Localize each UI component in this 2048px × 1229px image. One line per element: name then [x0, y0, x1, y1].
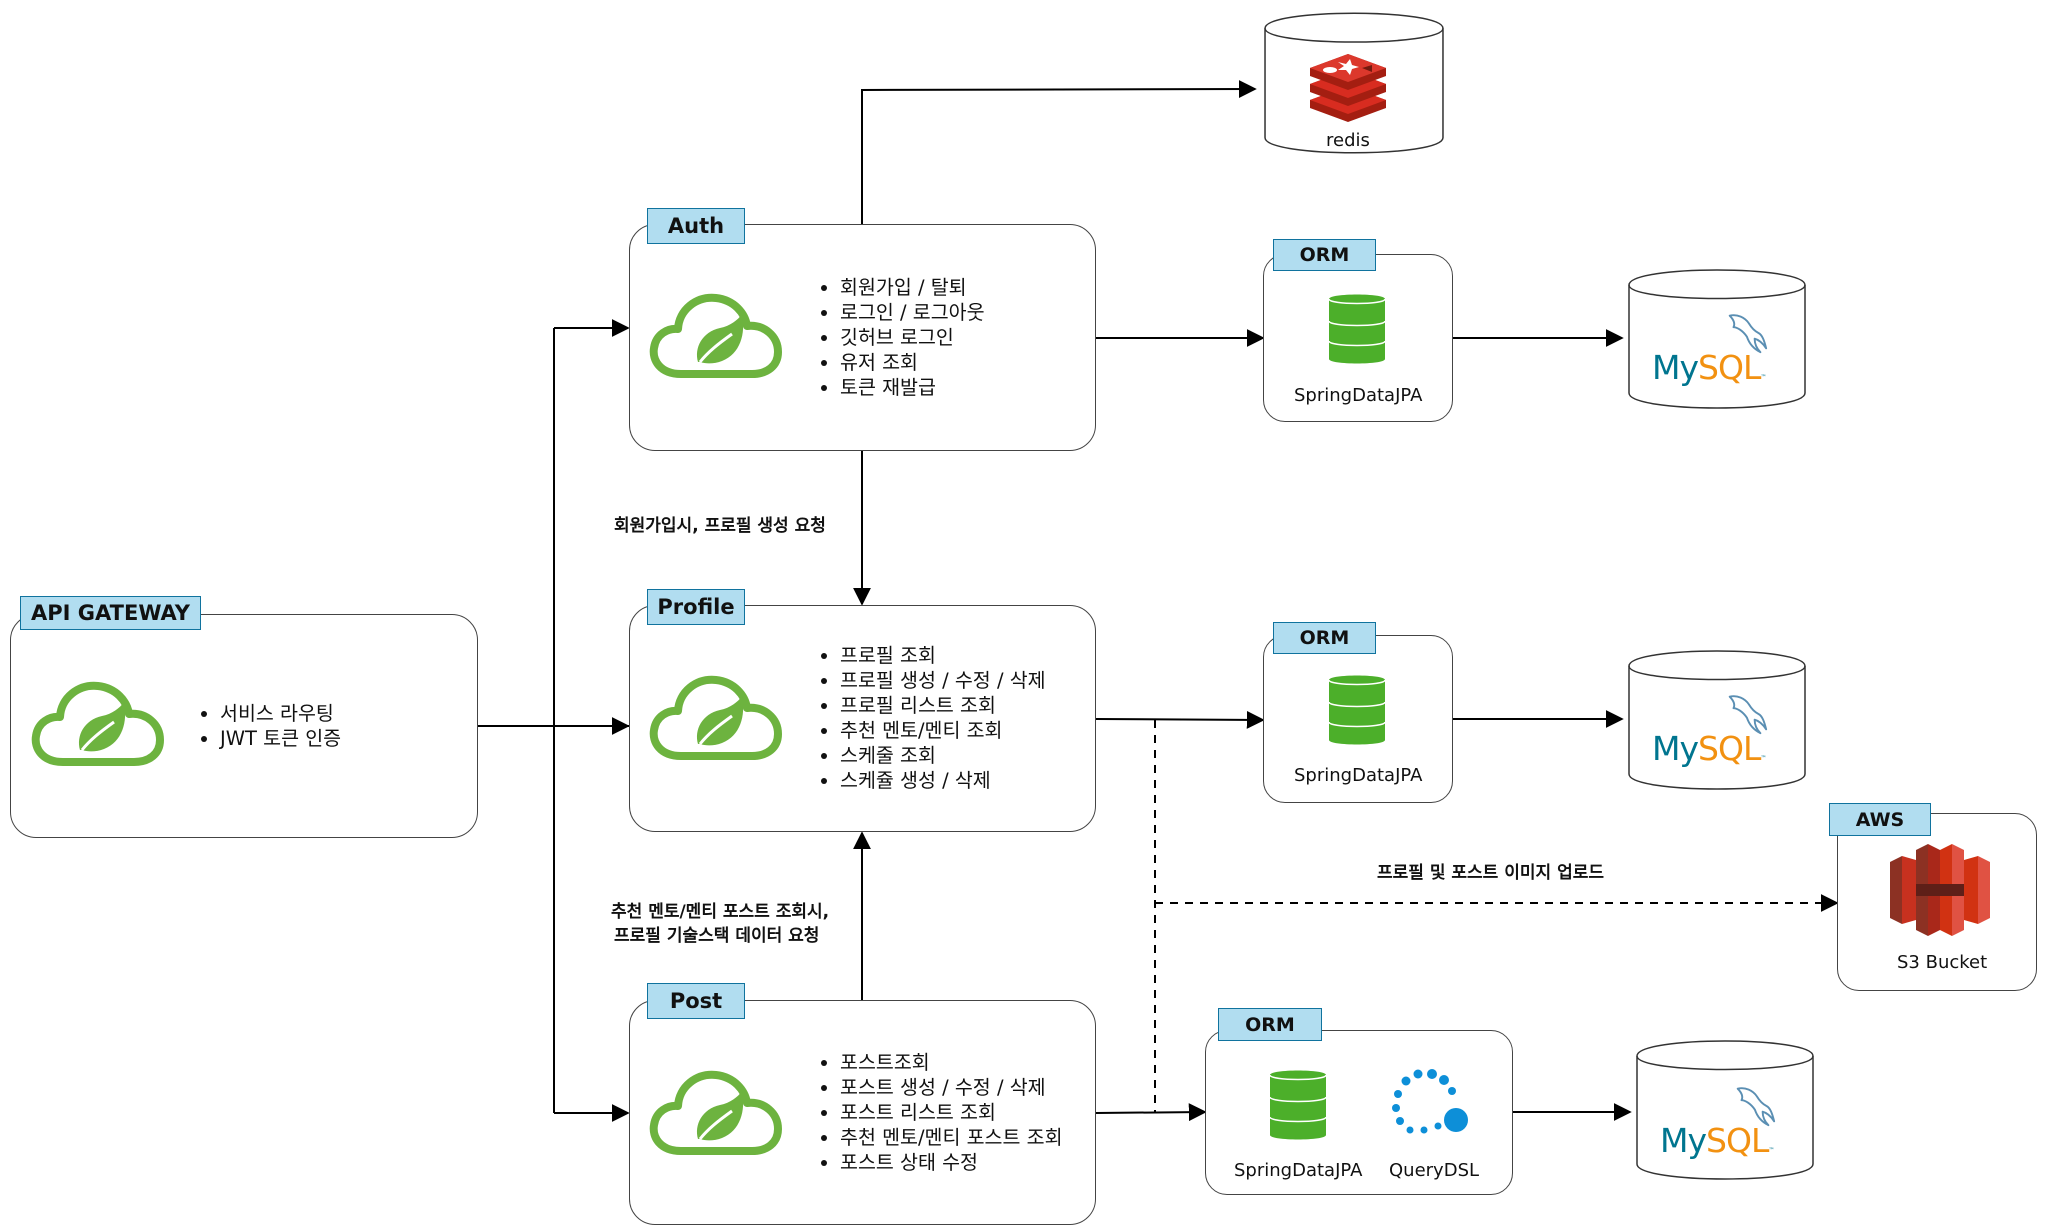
list-item: 회원가입 / 탈퇴 [840, 275, 985, 300]
orm-post-label-querydsl: QueryDSL [1389, 1160, 1480, 1181]
post-service-tag: Post [647, 983, 745, 1019]
orm-profile-label: SpringDataJPA [1294, 765, 1423, 786]
database-icon [1268, 1067, 1328, 1143]
redis-label: redis [1326, 130, 1370, 151]
list-item: 프로필 조회 [840, 643, 1046, 668]
list-item: 유저 조회 [840, 350, 985, 375]
mysql-wordmark: MySQL™ [1660, 1121, 1774, 1160]
list-item: JWT 토큰 인증 [220, 726, 341, 751]
list-item: 포스트조회 [840, 1050, 1063, 1075]
list-item: 프로필 리스트 조회 [840, 693, 1046, 718]
auth-to-redis-arrow [861, 80, 1257, 224]
list-item: 추천 멘토/멘티 조회 [840, 718, 1046, 743]
orm-auth-tag: ORM [1273, 239, 1376, 271]
image-upload-note: 프로필 및 포스트 이미지 업로드 [1377, 863, 1604, 883]
mysql-logo-profile: MySQL™ [1652, 689, 1782, 769]
list-item: 추천 멘토/멘티 포스트 조회 [840, 1125, 1063, 1150]
s3-bucket-label: S3 Bucket [1897, 952, 1988, 973]
auth-feature-list: 회원가입 / 탈퇴 로그인 / 로그아웃 깃허브 로그인 유저 조회 토큰 재발… [818, 275, 985, 400]
redis-icon [1310, 54, 1386, 122]
profile-feature-list: 프로필 조회 프로필 생성 / 수정 / 삭제 프로필 리스트 조회 추천 멘토… [818, 643, 1046, 793]
spring-cloud-icon [646, 288, 786, 388]
mysql-wordmark: MySQL™ [1652, 348, 1766, 387]
auth-to-profile-note: 회원가입시, 프로필 생성 요청 [614, 516, 826, 536]
list-item: 포스트 상태 수정 [840, 1150, 1063, 1175]
post-to-profile-note-line2: 프로필 기술스택 데이터 요청 [614, 926, 820, 946]
spring-cloud-icon [28, 676, 168, 776]
list-item: 로그인 / 로그아웃 [840, 300, 985, 325]
spring-cloud-icon [646, 670, 786, 770]
s3-bucket-icon [1890, 844, 1990, 936]
list-item: 스케쥴 생성 / 삭제 [840, 768, 1046, 793]
orm-profile-tag: ORM [1273, 622, 1376, 654]
gateway-feature-list: 서비스 라우팅 JWT 토큰 인증 [198, 701, 341, 751]
post-to-profile-note-line1: 추천 멘토/멘티 포스트 조회시, [611, 902, 830, 922]
spring-cloud-icon [646, 1065, 786, 1165]
list-item: 스케줄 조회 [840, 743, 1046, 768]
database-icon [1327, 672, 1387, 748]
database-icon [1327, 291, 1387, 367]
list-item: 포스트 리스트 조회 [840, 1100, 1063, 1125]
post-to-orm-arrow [1095, 1103, 1207, 1122]
mysql-wordmark: MySQL™ [1652, 729, 1766, 768]
list-item: 토큰 재발급 [840, 375, 985, 400]
aws-tag: AWS [1829, 803, 1931, 836]
profile-to-orm-arrow [1095, 710, 1265, 729]
list-item: 깃허브 로그인 [840, 325, 985, 350]
orm-auth-label: SpringDataJPA [1294, 385, 1423, 406]
list-item: 서비스 라우팅 [220, 701, 341, 726]
auth-service-tag: Auth [647, 208, 745, 244]
orm-post-tag: ORM [1218, 1008, 1322, 1041]
mysql-logo-auth: MySQL™ [1652, 308, 1782, 388]
list-item: 프로필 생성 / 수정 / 삭제 [840, 668, 1046, 693]
mysql-logo-post: MySQL™ [1660, 1081, 1790, 1161]
api-gateway-tag: API GATEWAY [20, 596, 201, 630]
profile-service-tag: Profile [647, 589, 745, 625]
list-item: 포스트 생성 / 수정 / 삭제 [840, 1075, 1063, 1100]
post-feature-list: 포스트조회 포스트 생성 / 수정 / 삭제 포스트 리스트 조회 추천 멘토/… [818, 1050, 1063, 1175]
querydsl-icon [1392, 1069, 1468, 1134]
orm-post-label-jpa: SpringDataJPA [1234, 1160, 1363, 1181]
